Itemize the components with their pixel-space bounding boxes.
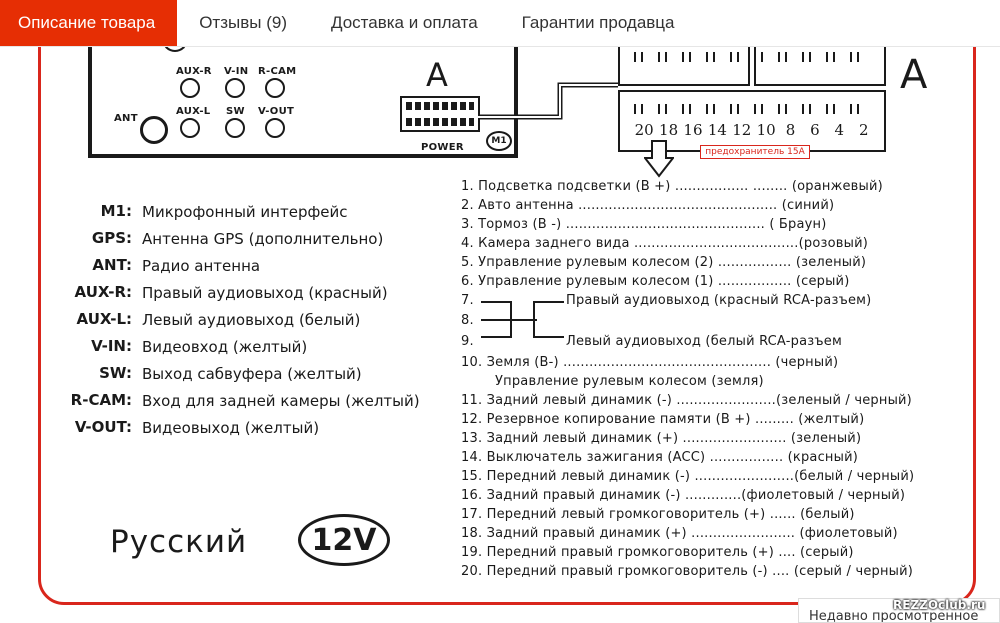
product-tabs: Описание товара Отзывы (9) Доставка и оп…	[0, 0, 1000, 47]
tab-guarantee[interactable]: Гарантии продавца	[521, 13, 675, 32]
port-label-v-in: V-IN	[224, 66, 249, 77]
v-in-jack	[225, 78, 245, 98]
pin-row: 18. Задний правый динамик (+) ..........…	[461, 526, 898, 541]
voltage-badge: 12V	[298, 514, 390, 566]
pin-row: 8.	[461, 313, 474, 328]
pin-row: 10. Земля (B-) .........................…	[461, 355, 839, 370]
pin-row: 17. Передний левый громкоговоритель (+) …	[461, 507, 855, 522]
v-out-jack	[265, 118, 285, 138]
port-label-sw: SW	[226, 106, 245, 117]
pin-row: Управление рулевым колесом (земля)	[495, 374, 764, 389]
pin-row: 3. Тормоз (B -) ........................…	[461, 217, 827, 232]
aux-l-jack	[180, 118, 200, 138]
power-connector	[400, 96, 480, 132]
pin-row: 5. Управление рулевым колесом (2) ......…	[461, 255, 867, 270]
pin-row: 14. Выключатель зажигания (ACC) ........…	[461, 450, 859, 465]
tab-description[interactable]: Описание товара	[0, 0, 178, 46]
down-arrow-icon	[644, 140, 674, 178]
pin-row: 12. Резервное копирование памяти (B +) .…	[461, 412, 865, 427]
r-cam-jack	[265, 78, 285, 98]
pin-row: 19. Передний правый громкоговоритель (+)…	[461, 545, 854, 560]
pin-row: 13. Задний левый динамик (+) ...........…	[461, 431, 862, 446]
head-unit-back-panel	[88, 20, 518, 158]
pin-row: Правый аудиовыход (красный RCA-разъем)	[566, 293, 872, 308]
harness-letter: A	[900, 52, 928, 98]
rca-bracket	[481, 301, 564, 338]
pin-row: 7.	[461, 293, 474, 308]
port-label-power: POWER	[421, 142, 464, 153]
tab-delivery[interactable]: Доставка и оплата	[330, 13, 478, 32]
sw-jack	[225, 118, 245, 138]
pin-row: 15. Передний левый динамик (-) .........…	[461, 469, 915, 484]
ant-jack	[140, 116, 168, 144]
port-label-ant: ANT	[114, 113, 138, 124]
pin-row: 6. Управление рулевым колесом (1) ......…	[461, 274, 850, 289]
tab-reviews[interactable]: Отзывы (9)	[199, 13, 287, 32]
m1-badge: M1	[486, 131, 512, 151]
pin-row: 4. Камера заднего вида .................…	[461, 236, 868, 251]
pin-row: 11. Задний левый динамик (-) ...........…	[461, 393, 912, 408]
plug-pin-row-bottom	[634, 104, 874, 114]
plug-pin-row-top	[634, 52, 874, 62]
pin-row: 9.	[461, 334, 474, 349]
pin-row: 16. Задний правый динамик (-) ..........…	[461, 488, 906, 503]
aux-r-jack	[180, 78, 200, 98]
port-label-r-cam: R-CAM	[258, 66, 297, 77]
pin-row: Левый аудиовыход (белый RCA-разъем	[566, 334, 842, 349]
fuse-label: предохранитель 15A	[700, 145, 810, 159]
diagram-border	[38, 0, 976, 605]
port-label-aux-l: AUX-L	[176, 106, 211, 117]
connector-letter: A	[426, 56, 448, 94]
recently-viewed-widget[interactable]: Недавно просмотренное	[798, 598, 1000, 623]
port-label-aux-r: AUX-R	[176, 66, 212, 77]
pin-row: 20. Передний правый громкоговоритель (-)…	[461, 564, 914, 579]
watermark: REZZOclub.ru	[893, 598, 986, 612]
port-label-v-out: V-OUT	[258, 106, 295, 117]
harness-wire	[478, 82, 618, 120]
pin-row: 2. Авто антенна ........................…	[461, 198, 835, 213]
language-label: Русский	[110, 524, 248, 560]
pin-row: 1. Подсветка подсветки (B +) ...........…	[461, 179, 883, 194]
